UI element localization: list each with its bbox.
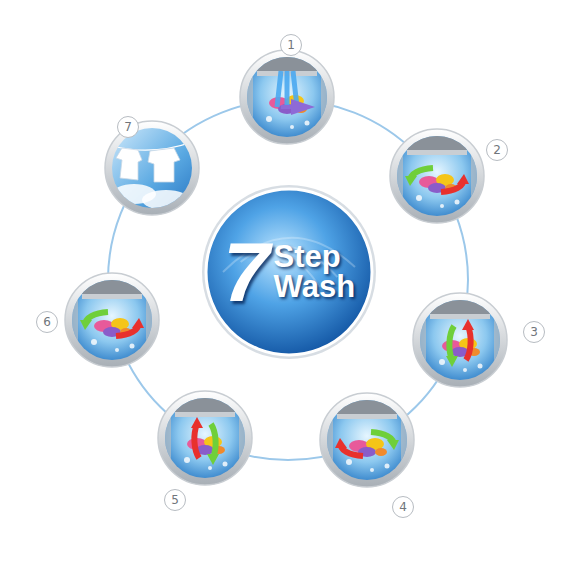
step-tumble-picture [158, 391, 252, 485]
step-dry-picture [105, 121, 199, 215]
step-swirl-picture [65, 273, 159, 367]
callout-number: 2 [486, 139, 508, 161]
step-rinse-picture [240, 50, 334, 144]
callout-number: 1 [280, 34, 302, 56]
callout-number: 4 [392, 496, 414, 518]
callout-number: 3 [523, 321, 545, 343]
callout-number: 6 [36, 311, 58, 333]
callout-number: 7 [117, 116, 139, 138]
circle-fill [206, 189, 372, 355]
title-number: 7 [223, 230, 270, 314]
title-circle: 7Step Wash [201, 184, 377, 360]
callout-number: 5 [164, 489, 186, 511]
step-swirl-picture [320, 393, 414, 487]
circle-rim [202, 185, 376, 359]
step-tumble-picture [413, 293, 507, 387]
title-text: Step Wash [274, 242, 356, 303]
step-swirl-picture [390, 129, 484, 223]
